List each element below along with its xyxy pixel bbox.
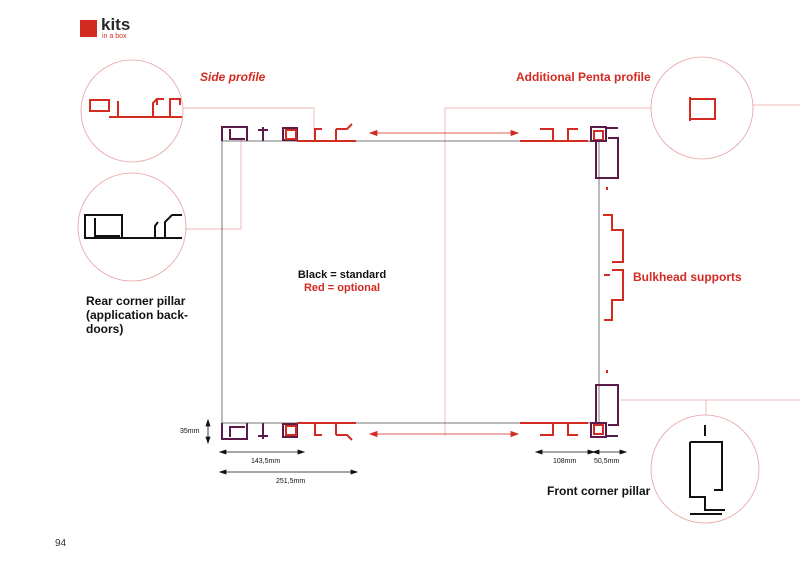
side-profile-label: Side profile	[200, 70, 266, 84]
front-pillar-zoom-circle	[650, 414, 760, 524]
dim-height: 35mm	[180, 428, 200, 435]
dim-width-a: 143,5mm	[251, 458, 281, 465]
bottom-left-pillar	[221, 423, 298, 440]
legend-optional: Red = optional	[303, 282, 381, 294]
bulkhead-supports-label: Bulkhead supports	[633, 270, 742, 284]
top-right-pillar	[590, 126, 619, 179]
bottom-right-pillar	[590, 384, 619, 438]
color-legend: Black = standard Red = optional	[262, 269, 422, 295]
rear-corner-line-3: doors)	[86, 322, 124, 336]
bulkhead-supports	[603, 187, 624, 373]
penta-detail	[689, 97, 716, 121]
guide-lines	[183, 104, 800, 436]
bottom-red-profiles	[285, 422, 604, 441]
side-profile-detail	[89, 98, 182, 118]
rear-pillar-detail	[84, 214, 182, 239]
page-number: 94	[55, 538, 67, 549]
penta-zoom-circle	[650, 56, 754, 160]
dimension-lines	[205, 418, 628, 475]
spacing-arrows	[368, 129, 520, 438]
front-corner-pillar-label: Front corner pillar	[547, 484, 651, 498]
dim-width-d: 50,5mm	[594, 458, 620, 465]
side-profile-zoom-circle	[80, 59, 184, 163]
top-red-profiles	[285, 123, 604, 142]
rear-corner-line-1: Rear corner pillar	[86, 294, 186, 308]
legend-standard: Black = standard	[297, 269, 387, 281]
rear-corner-line-2: (application back-	[86, 308, 189, 322]
additional-penta-label: Additional Penta profile	[516, 70, 651, 84]
dim-width-b: 251,5mm	[276, 478, 306, 485]
logo-mark	[80, 20, 97, 37]
dim-width-c: 108mm	[553, 458, 577, 465]
rear-pillar-zoom-circle	[77, 172, 187, 282]
rear-corner-pillar-label: Rear corner pillar (application back- do…	[86, 294, 188, 336]
front-pillar-detail	[689, 425, 725, 515]
body-outline	[221, 140, 600, 424]
logo-subtitle: in a box	[102, 33, 127, 40]
logo-title: kits	[101, 15, 131, 34]
